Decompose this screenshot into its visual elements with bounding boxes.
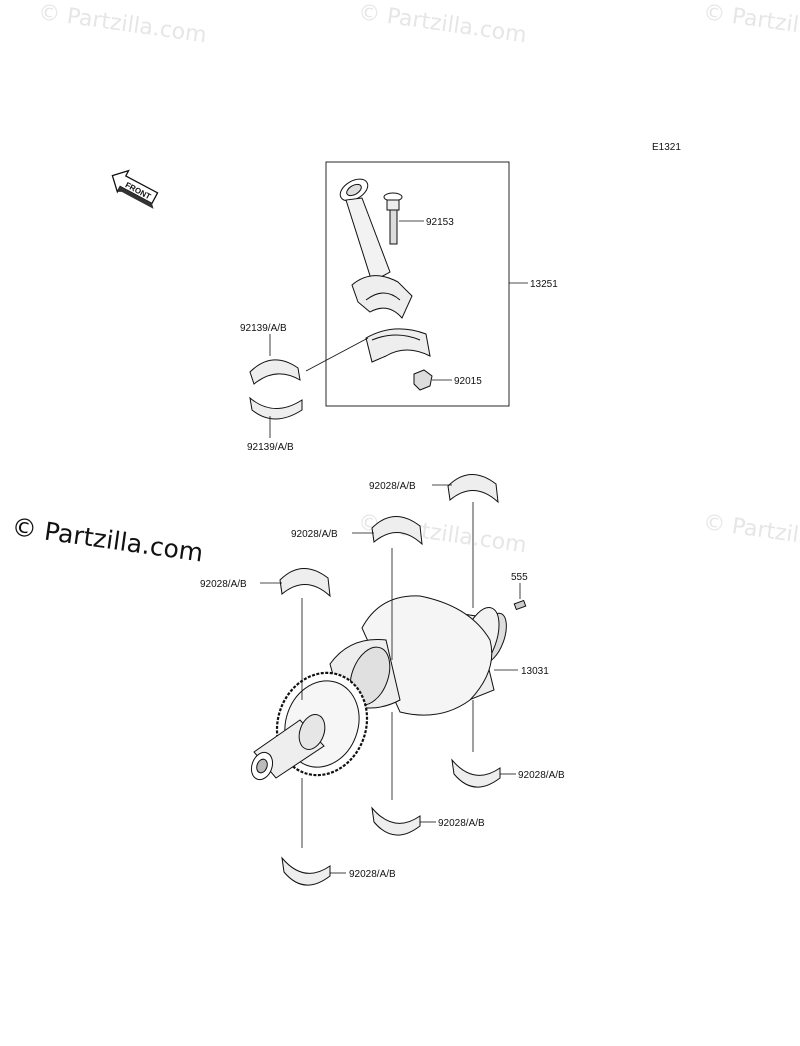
label-dowel-pin[interactable]: 555 — [511, 572, 528, 583]
front-arrow-icon: FRONT — [111, 169, 159, 209]
label-main-bearing-bottom-1[interactable]: 92028/A/B — [518, 770, 565, 781]
conrod-bolt[interactable] — [383, 192, 403, 245]
conrod-assembly-box — [325, 161, 510, 407]
label-conrod-bearing-lower[interactable]: 92139/A/B — [247, 442, 294, 453]
main-bearing-bottom-2[interactable] — [371, 806, 421, 836]
conrod-nut[interactable] — [413, 369, 433, 391]
diagram-code: E1321 — [652, 142, 681, 153]
label-crankshaft[interactable]: 13031 — [521, 666, 549, 677]
crankshaft[interactable] — [248, 595, 512, 788]
label-main-bearing-top-2[interactable]: 92028/A/B — [291, 529, 338, 540]
main-bearing-bottom-3[interactable] — [281, 856, 331, 886]
main-bearing-bottom-1[interactable] — [451, 758, 501, 788]
conrod-cap[interactable] — [365, 328, 431, 363]
main-bearing-top-3[interactable] — [279, 568, 331, 598]
label-conrod-nut[interactable]: 92015 — [454, 376, 482, 387]
conrod-bearing-lower[interactable] — [249, 396, 303, 420]
label-main-bearing-bottom-3[interactable]: 92028/A/B — [349, 869, 396, 880]
label-conrod-bolt[interactable]: 92153 — [426, 217, 454, 228]
dowel-pin[interactable] — [513, 599, 527, 611]
connecting-rod[interactable] — [337, 175, 413, 319]
label-conrod-assembly[interactable]: 13251 — [530, 279, 558, 290]
conrod-bearing-upper[interactable] — [249, 359, 301, 385]
label-main-bearing-bottom-2[interactable]: 92028/A/B — [438, 818, 485, 829]
label-main-bearing-top-1[interactable]: 92028/A/B — [369, 481, 416, 492]
label-conrod-bearing-upper[interactable]: 92139/A/B — [240, 323, 287, 334]
main-bearing-top-1[interactable] — [447, 474, 499, 504]
main-bearing-top-2[interactable] — [371, 516, 423, 546]
label-main-bearing-top-3[interactable]: 92028/A/B — [200, 579, 247, 590]
